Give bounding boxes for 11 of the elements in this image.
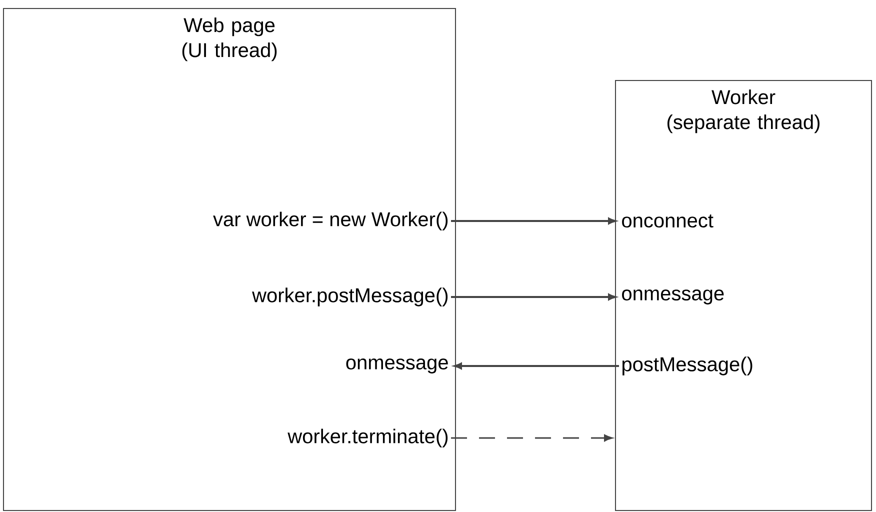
arrow — [451, 218, 616, 224]
code-label: onconnect — [622, 214, 714, 228]
code-label: postMessage() — [622, 356, 752, 376]
code-label: onmessage — [622, 290, 724, 304]
code-label: worker.terminate() — [288, 428, 448, 448]
arrow — [451, 434, 612, 442]
code-label: worker.postMessage() — [252, 288, 448, 306]
arrow — [451, 294, 616, 300]
code-label: var worker = new Worker() — [213, 212, 448, 230]
arrow — [454, 362, 619, 370]
code-label: onmessage — [346, 358, 448, 374]
